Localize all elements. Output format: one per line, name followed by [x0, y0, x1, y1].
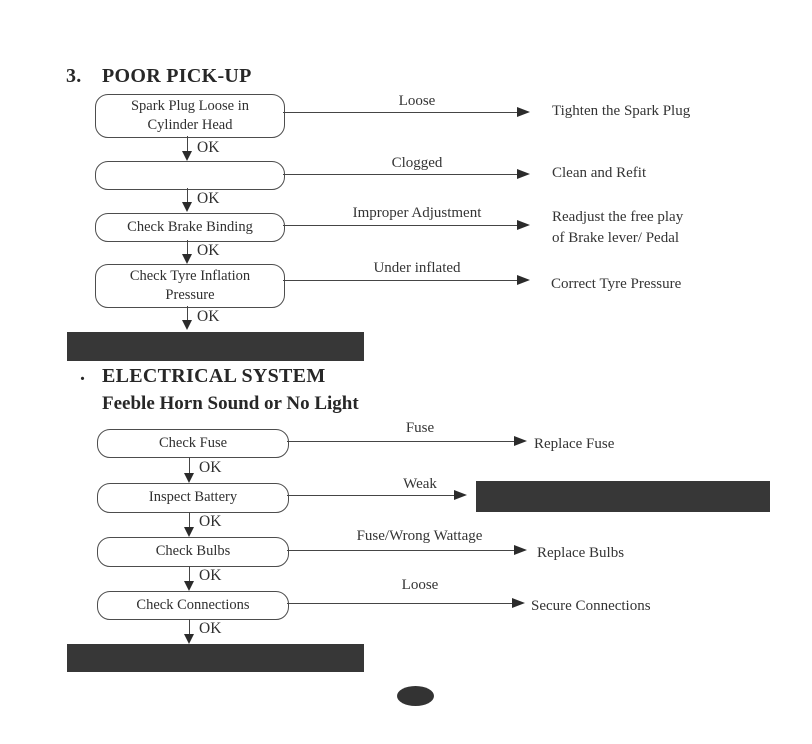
fault-label: Fuse	[405, 420, 435, 436]
right-arrowhead-icon	[514, 436, 527, 446]
ok-label: OK	[199, 567, 222, 584]
section-number: 3.	[66, 65, 82, 87]
remedy-label: Replace Bulbs	[537, 545, 625, 561]
down-arrow-line	[189, 619, 190, 635]
down-arrowhead-icon	[182, 202, 192, 212]
right-arrowhead-icon	[517, 275, 530, 285]
fault-arrow-line	[283, 174, 518, 175]
fault-arrow-line	[283, 280, 518, 281]
ok-label: OK	[197, 308, 220, 325]
flowchart-box-inspect-battery: Inspect Battery	[97, 483, 289, 513]
ok-label: OK	[199, 513, 222, 530]
down-arrow-line	[187, 136, 188, 152]
remedy-label: Correct Tyre Pressure	[551, 276, 682, 292]
down-arrow-line	[187, 188, 188, 203]
fault-arrow-line	[287, 550, 515, 551]
section-subtitle: Feeble Horn Sound or No Light	[102, 393, 359, 414]
down-arrowhead-icon	[184, 473, 194, 483]
fault-label: Loose	[401, 577, 439, 593]
flowchart-box-check-bulbs: Check Bulbs	[97, 537, 289, 567]
remedy-label: Tighten the Spark Plug	[552, 103, 691, 119]
right-arrowhead-icon	[512, 598, 525, 608]
fault-label: Under inflated	[373, 260, 461, 276]
fault-arrow-line	[287, 603, 513, 604]
fault-label: Fuse/Wrong Wattage	[356, 528, 483, 544]
ok-label: OK	[197, 190, 220, 207]
down-arrowhead-icon	[182, 151, 192, 161]
ok-label: OK	[199, 459, 222, 476]
down-arrow-line	[189, 512, 190, 528]
ok-label: OK	[197, 139, 220, 156]
down-arrowhead-icon	[184, 527, 194, 537]
fault-label: Loose	[398, 93, 436, 109]
section-title: POOR PICK-UP	[102, 65, 252, 87]
down-arrowhead-icon	[184, 634, 194, 644]
down-arrow-line	[189, 566, 190, 582]
flowchart-box-brake-binding: Check Brake Binding	[95, 213, 285, 242]
down-arrowhead-icon	[182, 320, 192, 330]
fault-label: Improper Adjustment	[352, 205, 482, 221]
remedy-label: Replace Fuse	[534, 436, 615, 452]
down-arrowhead-icon	[182, 254, 192, 264]
section-title: ELECTRICAL SYSTEM	[102, 365, 326, 387]
remedy-label: Readjust the free play of Brake lever/ P…	[552, 209, 684, 246]
flowchart-box-check-fuse: Check Fuse	[97, 429, 289, 458]
remedy-label: Secure Connections	[531, 598, 651, 614]
flowchart-box-check-connections: Check Connections	[97, 591, 289, 620]
page-number-redaction	[397, 686, 434, 706]
down-arrow-line	[189, 457, 190, 474]
flowchart-box-spark-plug: Spark Plug Loose in Cylinder Head	[95, 94, 285, 138]
fault-label: Clogged	[391, 155, 443, 171]
down-arrow-line	[187, 240, 188, 255]
fault-arrow-line	[283, 225, 518, 226]
down-arrowhead-icon	[184, 581, 194, 591]
fault-arrow-line	[283, 112, 518, 113]
right-arrowhead-icon	[454, 490, 467, 500]
fault-arrow-line	[287, 495, 455, 496]
ok-label: OK	[197, 242, 220, 259]
right-arrowhead-icon	[517, 107, 530, 117]
ok-label: OK	[199, 620, 222, 637]
fault-arrow-line	[287, 441, 515, 442]
redaction-bar	[67, 644, 364, 672]
flowchart-box-blank	[95, 161, 285, 190]
flowchart-box-tyre-pressure: Check Tyre Inflation Pressure	[95, 264, 285, 308]
redaction-bar	[476, 481, 770, 512]
down-arrow-line	[187, 306, 188, 321]
right-arrowhead-icon	[514, 545, 527, 555]
remedy-label: Clean and Refit	[552, 165, 647, 181]
section-bullet: .	[80, 363, 86, 385]
fault-label: Weak	[403, 476, 437, 492]
redaction-bar	[67, 332, 364, 361]
right-arrowhead-icon	[517, 169, 530, 179]
right-arrowhead-icon	[517, 220, 530, 230]
